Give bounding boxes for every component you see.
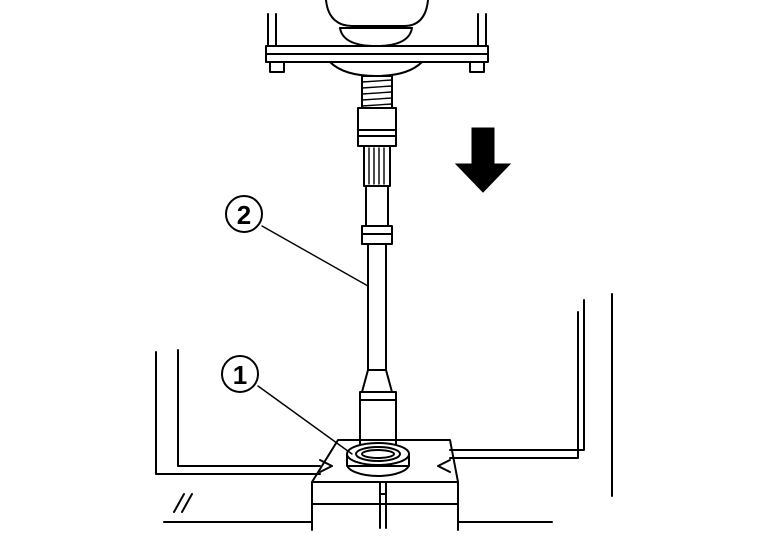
callout-2: 2	[225, 195, 369, 287]
press-head	[265, 0, 489, 77]
threaded-screw	[361, 75, 393, 109]
support-block	[311, 439, 459, 531]
seal-ring	[346, 442, 410, 477]
arrow-down-icon	[454, 127, 512, 193]
callout-1-label: 1	[233, 360, 247, 390]
callout-2-label: 2	[237, 200, 251, 230]
drift-tool	[357, 107, 397, 447]
callout-1: 1	[221, 355, 353, 455]
housing-outline	[155, 293, 613, 523]
